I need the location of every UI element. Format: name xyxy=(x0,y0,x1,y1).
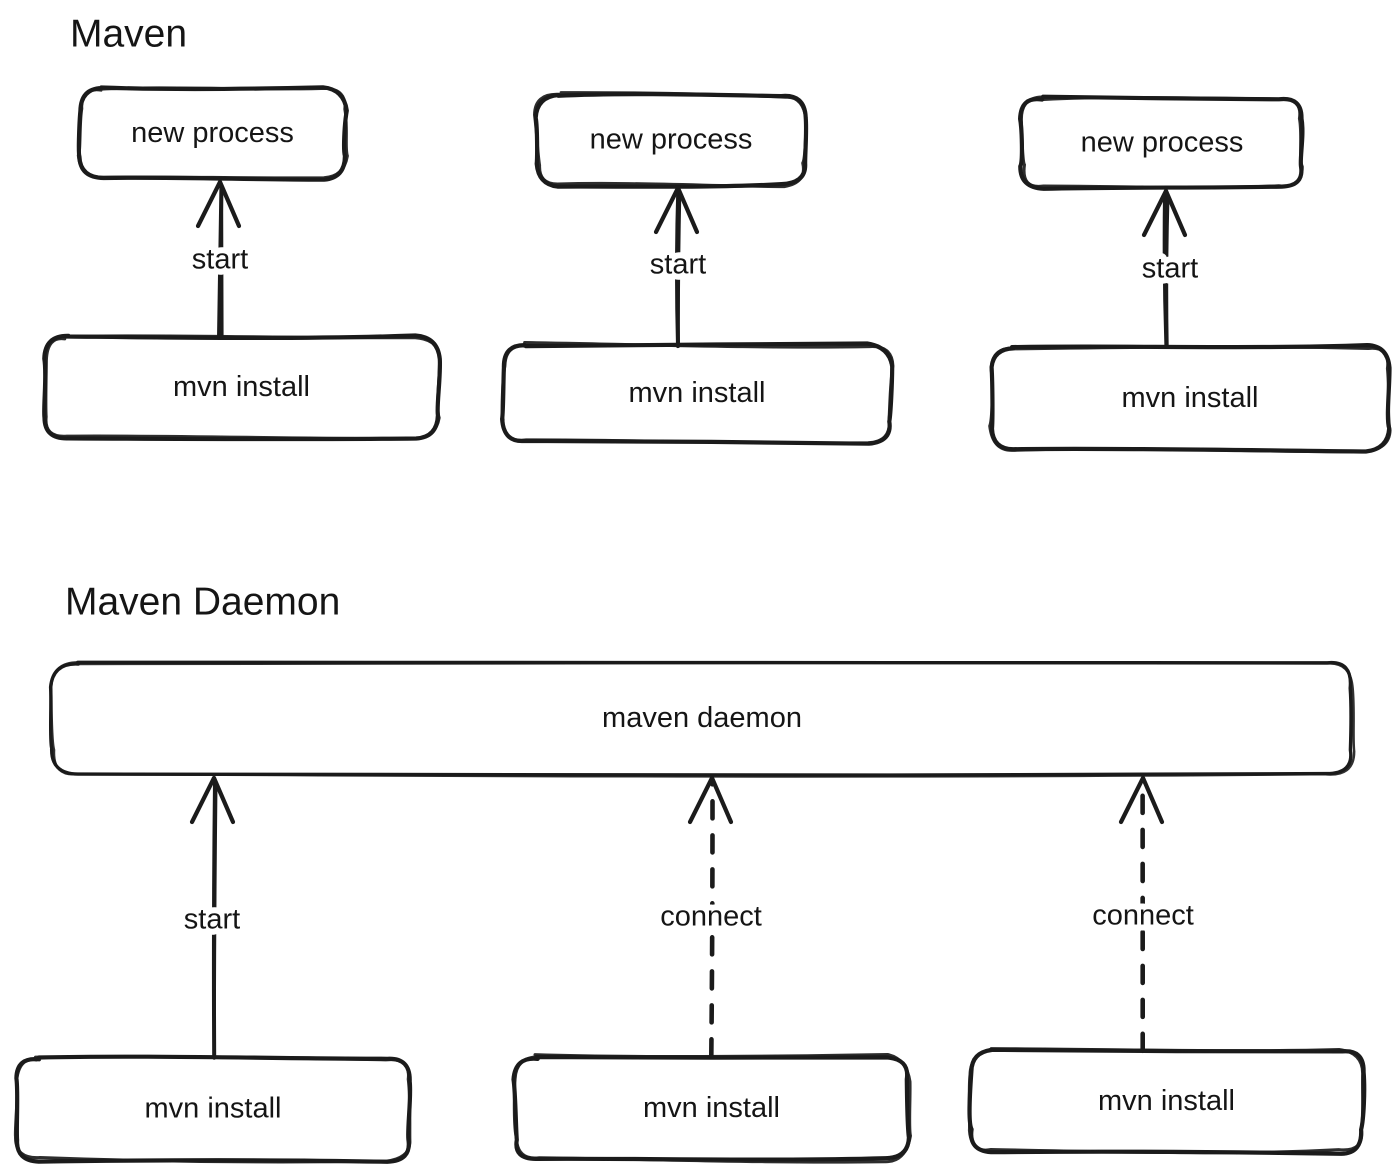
arrow-head-right xyxy=(217,179,242,229)
shape-layer xyxy=(13,85,1392,1164)
maven-col-2-new-process-box-outline-2 xyxy=(533,91,808,189)
arrow-start xyxy=(1141,188,1188,349)
arrow-shaft-2 xyxy=(219,185,224,340)
daemon-col-3-mvn-install-box xyxy=(967,1047,1367,1156)
maven-col-2-mvn-install-box xyxy=(500,341,895,446)
arrow-connect xyxy=(1118,775,1165,1054)
edge-label: start xyxy=(184,904,240,936)
arrow-head-left xyxy=(189,775,217,825)
daemon-col-2-mvn-install-box-label: mvn install xyxy=(643,1092,780,1124)
daemon-box-label: maven daemon xyxy=(602,702,802,734)
arrow-shaft-2 xyxy=(676,192,682,347)
maven-col-1-new-process-box xyxy=(76,85,349,182)
arrow-head-left xyxy=(687,775,715,825)
daemon-col-3-mvn-install-box-outline-2 xyxy=(967,1047,1365,1155)
maven-col-2-mvn-install-box-label: mvn install xyxy=(629,377,766,409)
edge-layer xyxy=(189,179,1188,1060)
maven-col-2-new-process-box-label: new process xyxy=(590,124,753,156)
daemon-col-3-mvn-install-box-label: mvn install xyxy=(1098,1085,1235,1117)
edge-label-halo: start xyxy=(184,904,240,936)
arrow-head-left xyxy=(1118,775,1146,825)
maven-col-3-new-process-box-outline-2 xyxy=(1019,95,1304,189)
arrow-head-right xyxy=(1163,188,1188,238)
daemon-col-2-mvn-install-box-outline-2 xyxy=(512,1053,912,1164)
maven-col-1-mvn-install-box-outline-2 xyxy=(44,334,442,441)
arrow-connect xyxy=(687,775,734,1059)
edge-label-halo: connect xyxy=(660,901,762,933)
edge-label: connect xyxy=(660,901,762,933)
maven-col-1-mvn-install-box xyxy=(42,333,443,442)
edge-label: connect xyxy=(1092,900,1194,932)
edge-label: start xyxy=(192,244,248,276)
maven-col-3-mvn-install-box-outline-2 xyxy=(988,345,1392,454)
arrow-start xyxy=(195,179,242,340)
arrow-head-left xyxy=(1141,188,1169,238)
daemon-box-outline-2 xyxy=(50,661,1356,778)
maven-col-3-new-process-box-label: new process xyxy=(1081,127,1244,159)
maven-col-3-new-process-box xyxy=(1018,94,1305,191)
edge-label: start xyxy=(1142,253,1198,285)
maven-col-1-new-process-box-outline-2 xyxy=(76,86,349,180)
edge-label-halo: connect xyxy=(1092,900,1194,932)
maven-col-3-mvn-install-box xyxy=(988,343,1392,454)
section-title-maven-daemon: Maven Daemon xyxy=(65,580,340,623)
arrow-shaft-2 xyxy=(1165,195,1170,349)
edge-label-halo: start xyxy=(1142,253,1198,285)
arrow-start xyxy=(653,185,700,349)
maven-col-1-new-process-box-label: new process xyxy=(131,117,294,149)
arrow-head-left xyxy=(195,179,223,229)
daemon-box xyxy=(48,659,1356,778)
arrow-head-right xyxy=(709,775,734,825)
arrow-head-right xyxy=(675,185,700,235)
daemon-col-1-mvn-install-box xyxy=(13,1054,413,1164)
maven-col-1-mvn-install-box-label: mvn install xyxy=(173,371,310,403)
text-layer: Maven new process mvn install start start new… xyxy=(65,12,1259,1124)
daemon-col-1-mvn-install-box-label: mvn install xyxy=(145,1093,282,1125)
maven-col-2-new-process-box xyxy=(533,91,809,189)
daemon-col-1-mvn-install-box-outline-2 xyxy=(13,1055,412,1164)
maven-col-2-mvn-install-box-outline-2 xyxy=(500,341,895,445)
maven-col-3-mvn-install-box-label: mvn install xyxy=(1122,382,1259,414)
edge-label-halo: start xyxy=(192,244,248,276)
edge-label: start xyxy=(650,249,706,281)
arrow-head-left xyxy=(653,185,681,235)
arrow-head-right xyxy=(211,775,236,825)
arrow-start xyxy=(189,775,236,1060)
arrow-shaft xyxy=(709,779,715,1059)
daemon-col-2-mvn-install-box xyxy=(511,1053,912,1164)
section-title-maven: Maven xyxy=(70,12,187,55)
arrow-head-right xyxy=(1140,775,1165,825)
arrow-shaft-2 xyxy=(212,781,218,1060)
edge-label-halo: start xyxy=(650,249,706,281)
